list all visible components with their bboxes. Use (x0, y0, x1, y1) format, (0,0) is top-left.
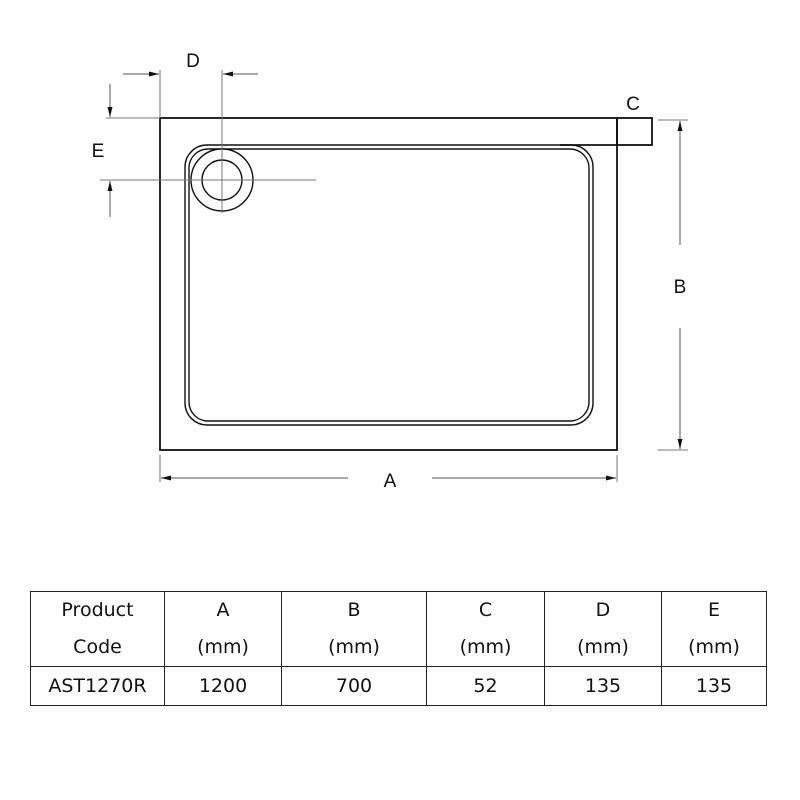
header-a: A(mm) (164, 591, 282, 667)
tray-basin-inner-edge (188, 148, 590, 422)
header-b: B(mm) (281, 591, 427, 667)
cell-product-code: AST1270R (30, 666, 165, 706)
c-upstand-box (616, 117, 653, 146)
header-c: C(mm) (426, 591, 545, 667)
label-e: E (92, 141, 105, 162)
cell-a: 1200 (164, 666, 282, 706)
label-b: B (674, 277, 687, 298)
tray-outer-outline (159, 117, 618, 451)
header-e: E(mm) (661, 591, 767, 667)
cell-b: 700 (281, 666, 427, 706)
cell-c: 52 (426, 666, 545, 706)
tray-basin-outer-edge (184, 144, 594, 426)
header-d: D(mm) (544, 591, 662, 667)
label-d: D (186, 51, 200, 72)
table-row: AST1270R 1200 700 52 135 135 (30, 666, 767, 706)
label-c: C (626, 94, 640, 115)
label-a: A (384, 471, 397, 492)
cell-d: 135 (544, 666, 662, 706)
shower-tray-diagram: D E C B A (92, 51, 688, 492)
cell-e: 135 (661, 666, 767, 706)
